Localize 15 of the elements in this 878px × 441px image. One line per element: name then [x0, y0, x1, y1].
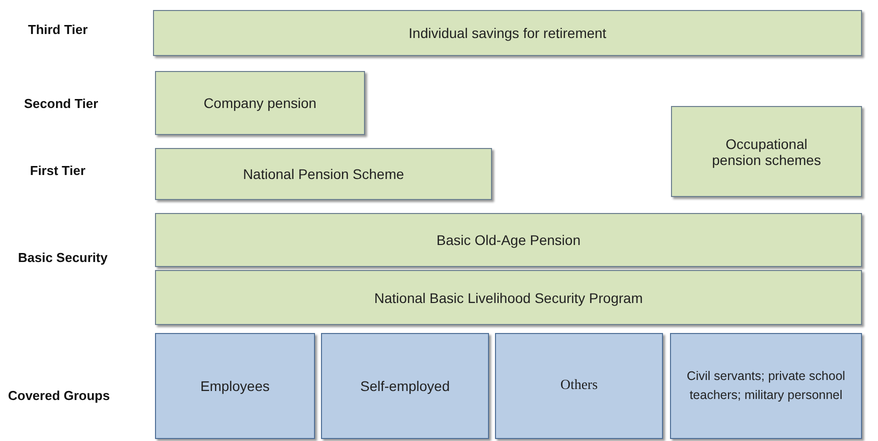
covered-group-box: Employees [155, 333, 315, 439]
row-label: Basic Security [18, 250, 108, 265]
pension-tier-box: Company pension [155, 71, 365, 135]
pension-tier-box: National Pension Scheme [155, 148, 492, 200]
pension-tier-box: Basic Old-Age Pension [155, 213, 862, 267]
pension-tier-box: Occupational pension schemes [671, 106, 862, 197]
covered-group-box: Civil servants; private school teachers; military personnel [670, 333, 862, 439]
covered-group-box: Others [495, 333, 663, 439]
covered-group-box: Self-employed [321, 333, 489, 439]
pension-tier-box: Individual savings for retirement [153, 10, 862, 56]
row-label: Covered Groups [8, 388, 110, 403]
row-label: Third Tier [28, 22, 88, 37]
pension-tier-box: National Basic Livelihood Security Program [155, 270, 862, 325]
row-label: First Tier [30, 163, 86, 178]
row-label: Second Tier [24, 96, 98, 111]
